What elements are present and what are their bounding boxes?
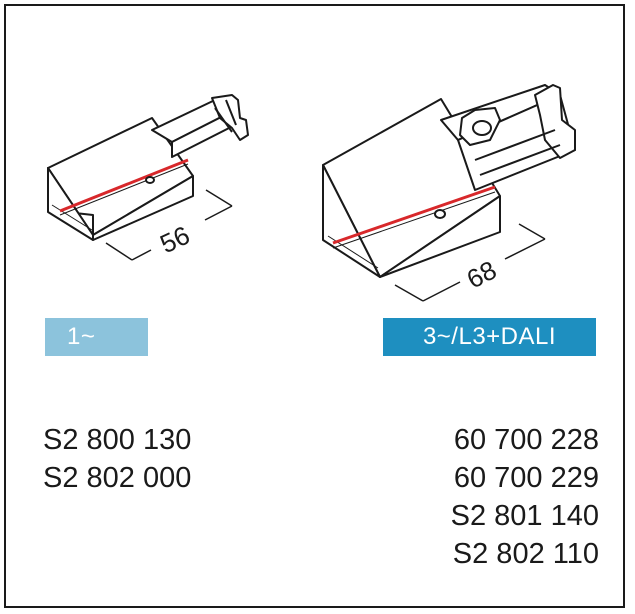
phase-badge-3-dali: 3~/L3+DALI — [383, 318, 596, 356]
outer-frame — [4, 4, 625, 608]
dimension-56-lines — [105, 189, 233, 261]
phase-badge-1: 1~ — [45, 318, 148, 356]
large-connector-drawing — [322, 84, 576, 278]
article-code: S2 802 110 — [452, 538, 599, 570]
article-codes-left: S2 800 130 S2 802 000 — [43, 421, 191, 497]
article-code: S2 800 130 — [43, 424, 192, 456]
article-code: S2 802 000 — [43, 462, 192, 494]
article-code: 60 700 228 — [453, 424, 599, 456]
small-connector-drawing — [47, 94, 249, 241]
article-code: S2 801 140 — [450, 500, 599, 532]
dimension-68-lines — [394, 223, 546, 302]
dimension-56-label: 56 — [155, 220, 194, 259]
phase-badge-3-dali-label: 3~/L3+DALI — [422, 323, 557, 350]
article-codes-right: 60 700 228 60 700 229 S2 801 140 S2 802 … — [451, 421, 599, 573]
article-code: 60 700 229 — [453, 462, 599, 494]
dimension-68-label: 68 — [462, 255, 501, 295]
phase-badge-1-label: 1~ — [67, 323, 96, 350]
